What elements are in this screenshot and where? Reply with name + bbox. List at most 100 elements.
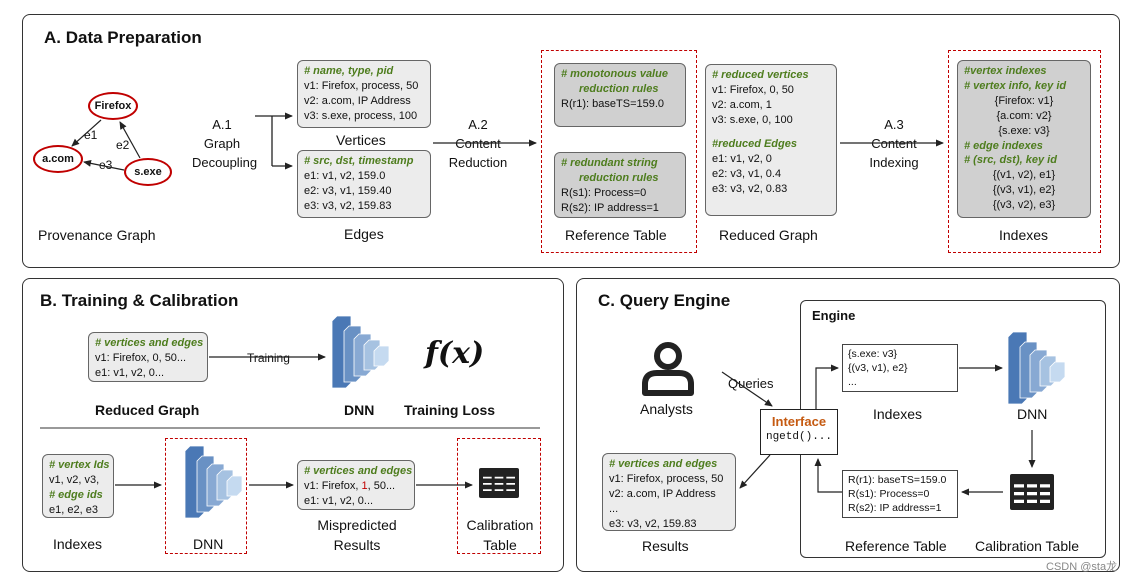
redundant-rule: R(s2): IP address=1	[561, 202, 659, 214]
reduced-edge-row: e2: v3, v1, 0.4	[712, 168, 782, 180]
redundant-comment-1: # redundant string	[561, 157, 658, 169]
edges-box: # src, dst, timestamp e1: v1, v2, 159.0 …	[297, 150, 431, 218]
provenance-graph-label: Provenance Graph	[38, 227, 156, 243]
panel-training-calibration	[22, 278, 564, 572]
reduced-graph-label: Reduced Graph	[719, 227, 818, 243]
engine-reference-row: R(r1): baseTS=159.0	[848, 474, 947, 486]
training-input-row: e1: v1, v2, 0...	[95, 367, 165, 379]
calibration-label-line1: Calibration	[466, 517, 534, 533]
training-input-box: # vertices and edges v1: Firefox, 0, 50.…	[88, 332, 208, 382]
engine-reference-row: R(s2): IP address=1	[848, 502, 942, 514]
edge-ids-row: e1, e2, e3	[49, 504, 98, 516]
training-input-comment: # vertices and edges	[95, 337, 204, 349]
reduced-vertex-row: v2: a.com, 1	[712, 99, 772, 111]
results-row: v2: a.com, IP Address	[609, 488, 716, 500]
edge-index-row: {(v3, v2), e3}	[992, 199, 1056, 212]
calibration-label-line2: Table	[483, 537, 517, 553]
results-row: e3: v3, v2, 159.83	[609, 518, 697, 530]
fx-symbol: f(x)	[425, 336, 485, 371]
edges-comment: # src, dst, timestamp	[304, 155, 414, 167]
grid-cell	[1014, 499, 1024, 503]
vertices-label: Vertices	[336, 132, 386, 148]
training-loss-label: Training Loss	[404, 402, 496, 418]
grid-cell	[506, 489, 515, 491]
step-a2-line3: Reduction	[448, 155, 508, 170]
grid-cell	[494, 483, 504, 485]
reference-table-dashed-border	[541, 50, 697, 253]
redundant-rules-box: # redundant string reduction rules R(s1)…	[554, 152, 686, 218]
analysts-icon	[642, 342, 694, 396]
interface-code: ngetd()...	[765, 431, 832, 443]
watermark: CSDN @sta龙	[1046, 561, 1118, 573]
reduced-graph-label-b: Reduced Graph	[95, 402, 200, 418]
dnn-icon	[1007, 331, 1066, 405]
results-label: Results	[642, 538, 689, 554]
grid-cell	[1040, 499, 1050, 503]
mispredicted-comment: # vertices and edges	[304, 465, 413, 477]
redundant-comment-2: reduction rules	[579, 172, 659, 184]
training-input-row: v1: Firefox, 0, 50...	[95, 352, 187, 364]
dnn-layer	[373, 345, 390, 367]
step-a3-line1: A.3	[884, 117, 904, 132]
grid-cell	[506, 476, 515, 479]
reference-table-label: Reference Table	[565, 227, 667, 243]
grid-cell	[494, 489, 504, 491]
reduced-vertices-comment: # reduced vertices	[712, 69, 809, 81]
mispredicted-label: Mispredicted Results	[312, 515, 402, 555]
interface-title: Interface	[771, 414, 827, 429]
step-a2-line1: A.2	[468, 117, 488, 132]
monotonous-comment-1: # monotonous value	[561, 68, 668, 80]
step-a1-line3: Decoupling	[192, 155, 258, 170]
engine-index-row: ...	[848, 376, 857, 388]
vertices-box: # name, type, pid v1: Firefox, process, …	[297, 60, 431, 128]
engine-reference-box: R(r1): baseTS=159.0 R(s1): Process=0 R(s…	[842, 470, 958, 518]
interface-box: Interface ngetd()...	[760, 409, 838, 455]
vertex-index-row: {s.exe: v3}	[998, 124, 1050, 137]
panel-c-title: C. Query Engine	[598, 291, 731, 310]
vertex-row: v2: a.com, IP Address	[304, 95, 411, 107]
edge-index-row: {(v1, v2), e1}	[992, 169, 1056, 182]
edge-row: e2: v3, v1, 159.40	[304, 185, 392, 197]
step-a1-label: A.1 Graph Decoupling	[192, 115, 258, 172]
step-a1-line2: Graph	[203, 136, 241, 151]
vertex-indexes-comment: #vertex indexes	[964, 65, 1047, 77]
mispredicted-row-pre: v1: Firefox,	[304, 480, 362, 492]
step-a2-label: A.2 Content Reduction	[442, 115, 514, 172]
grid-cell	[494, 476, 504, 479]
step-a3-label: A.3 Content Indexing	[862, 115, 926, 172]
reduced-edges-comment: #reduced Edges	[712, 138, 797, 150]
redundant-rule: R(s1): Process=0	[561, 187, 647, 199]
node-acom: a.com	[33, 145, 83, 173]
mispredicted-value: 1	[361, 480, 368, 492]
monotonous-rules-box: # monotonous value reduction rules R(r1)…	[554, 63, 686, 127]
indexes-label: Indexes	[999, 227, 1049, 243]
node-sexe: s.exe	[124, 158, 172, 186]
grid-cell	[1027, 484, 1037, 488]
edge-indexes-comment: # edge indexes	[964, 139, 1043, 152]
dnn-layer	[226, 475, 243, 497]
engine-indexes-label: Indexes	[873, 406, 923, 422]
vertex-ids-comment: # vertex Ids	[49, 459, 110, 471]
engine-calibration-label: Calibration Table	[975, 538, 1080, 554]
vertex-row: v3: s.exe, process, 100	[304, 110, 418, 122]
grid-cell	[1014, 492, 1024, 496]
vertex-index-row: {a.com: v2}	[996, 109, 1052, 122]
node-firefox: Firefox	[88, 92, 138, 120]
step-a3-line2: Content	[871, 136, 917, 151]
reduced-graph-box: # reduced vertices v1: Firefox, 0, 50 v2…	[705, 64, 837, 216]
calibration-table-label: Calibration Table	[460, 515, 540, 555]
vertex-ids-row: v1, v2, v3,	[49, 474, 100, 486]
engine-index-box: {s.exe: v3} {(v3, v1), e2} ...	[842, 344, 958, 392]
engine-dnn-label: DNN	[1017, 406, 1048, 422]
indexes-label-b: Indexes	[53, 536, 103, 552]
vertex-row: v1: Firefox, process, 50	[304, 80, 419, 92]
dnn-layer	[1049, 361, 1066, 383]
mispredicted-label-line2: Results	[333, 537, 381, 553]
table-grid-icon	[479, 468, 519, 498]
table-grid-icon	[1010, 474, 1054, 510]
reduced-vertex-row: v1: Firefox, 0, 50	[712, 84, 794, 96]
dnn-label-b2: DNN	[193, 536, 224, 552]
edge-row: e3: v3, v2, 159.83	[304, 200, 392, 212]
reduced-edge-row: e1: v1, v2, 0	[712, 153, 772, 165]
results-row: v1: Firefox, process, 50	[609, 473, 724, 485]
